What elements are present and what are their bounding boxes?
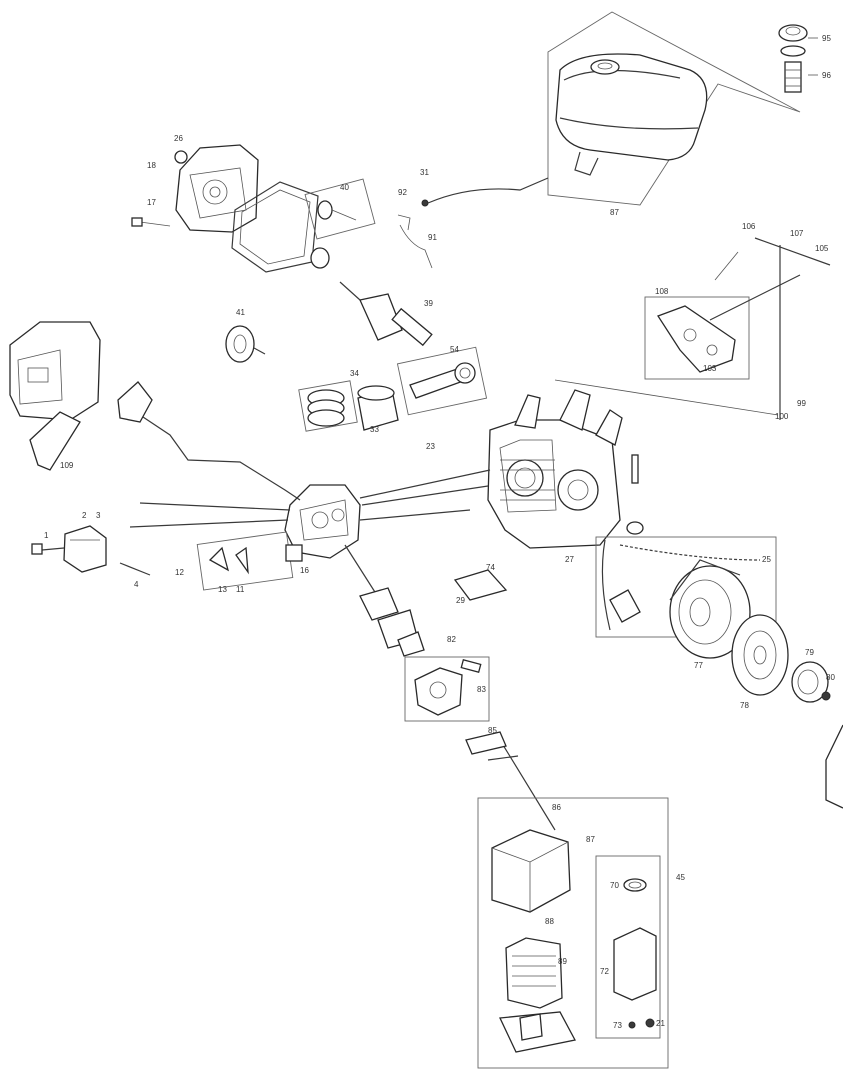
callout-label: 88 (545, 917, 554, 926)
control-lever (657, 305, 736, 373)
oil-seal (626, 521, 644, 535)
callout-label: 77 (694, 661, 703, 670)
crankshaft (339, 281, 433, 347)
muffler (31, 525, 107, 573)
callout-label: 31 (420, 168, 429, 177)
callout-label: 11 (236, 585, 245, 594)
insulator-gaskets (359, 587, 425, 657)
callout-label: 34 (350, 369, 359, 378)
callout-label: 54 (450, 345, 459, 354)
callout-label: 25 (762, 555, 771, 564)
callout-label: 89 (558, 957, 567, 966)
exhaust-pipe (117, 381, 301, 501)
callout-label: 12 (175, 568, 184, 577)
governor-rod (709, 237, 831, 420)
callout-label: 86 (552, 803, 561, 812)
callout-label: 72 (600, 967, 609, 976)
callout-label: 80 (826, 673, 835, 682)
starter-cup (791, 661, 831, 703)
callout-label: 4 (134, 580, 139, 589)
cylinder-head (284, 484, 361, 559)
callout-label: 45 (676, 873, 685, 882)
connecting-rod (409, 362, 476, 399)
callout-label: 27 (565, 555, 574, 564)
callout-label: 100 (775, 412, 789, 421)
callout-label: 103 (703, 364, 717, 373)
piston (357, 385, 399, 431)
valve-train (129, 469, 491, 528)
head-cover (9, 321, 101, 421)
flywheel-fan (731, 614, 789, 696)
fuel-tank (547, 11, 801, 206)
callout-label: 13 (218, 585, 227, 594)
callout-label: 78 (740, 701, 749, 710)
callout-label: 41 (236, 308, 245, 317)
fuel-cap (778, 24, 818, 93)
callout-label: 85 (488, 726, 497, 735)
callout-label: 83 (477, 685, 486, 694)
callout-label: 16 (300, 566, 309, 575)
air-cleaner-base (499, 1011, 576, 1053)
ignition-coil (601, 539, 761, 631)
callout-label: 91 (428, 233, 437, 242)
callout-label: 40 (340, 183, 349, 192)
callout-label: 18 (147, 161, 156, 170)
callout-label: 92 (398, 188, 407, 197)
callout-label: 33 (370, 425, 379, 434)
piston-rings (307, 389, 345, 427)
engine-block (487, 389, 623, 549)
flywheel-cover (669, 559, 751, 659)
fuel-line (397, 177, 549, 269)
callout-label: 109 (60, 461, 74, 470)
bearing (310, 200, 357, 269)
crankcase-cover (131, 144, 259, 233)
air-filter-element (505, 937, 563, 1009)
callout-label: 79 (805, 648, 814, 657)
callout-label: 105 (815, 244, 829, 253)
governor-gear (225, 325, 266, 363)
callout-label: 21 (656, 1019, 665, 1028)
callout-label: 17 (147, 198, 156, 207)
callout-label: 29 (456, 596, 465, 605)
spark-plug (631, 454, 639, 484)
callout-label: 107 (790, 229, 804, 238)
callout-label: 95 (822, 34, 831, 43)
callout-label: 108 (655, 287, 669, 296)
cover-bracket (29, 411, 81, 471)
callout-label: 106 (742, 222, 756, 231)
callout-label: 82 (447, 635, 456, 644)
rocker-arms (208, 544, 303, 575)
callout-label: 74 (486, 563, 495, 572)
callout-label: 23 (426, 442, 435, 451)
oil-bath-assembly (613, 878, 657, 1029)
callout-label: 73 (613, 1021, 622, 1030)
air-cleaner-cover (491, 829, 571, 913)
mount-bracket (453, 569, 508, 601)
callout-label: 26 (174, 134, 183, 143)
callout-label: 2 (82, 511, 87, 520)
callout-label: 39 (424, 299, 433, 308)
callout-label: 96 (822, 71, 831, 80)
callout-label: 87 (586, 835, 595, 844)
air-cleaner-elbow (465, 731, 556, 831)
callout-label: 99 (797, 399, 806, 408)
recoil-starter-partial (825, 724, 843, 809)
callout-label: 1 (44, 531, 49, 540)
callout-label: 3 (96, 511, 101, 520)
callout-label: 87 (610, 208, 619, 217)
callout-label: 70 (610, 881, 619, 890)
carburetor (414, 659, 482, 716)
